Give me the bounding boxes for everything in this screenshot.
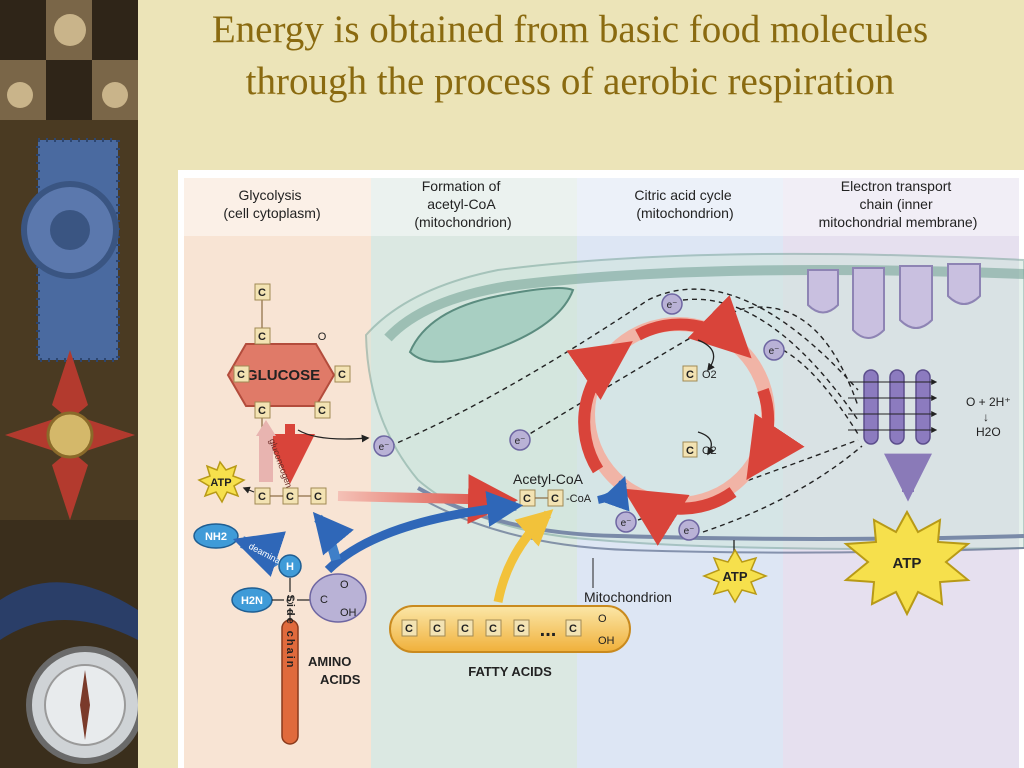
heading-citric: Citric acid cycle [634, 187, 731, 203]
heading-etc-line3: mitochondrial membrane) [819, 214, 978, 230]
acetyl-carbon-1: C [523, 493, 531, 505]
water-label: H2O [976, 425, 1001, 439]
electron-label-6: e⁻ [684, 526, 695, 537]
h2n-label: H2N [241, 595, 263, 607]
co2-carbon-1: C [686, 369, 694, 381]
fatty-acids-label: FATTY ACIDS [468, 664, 552, 679]
atp-star-citric: ATP [701, 548, 769, 604]
fatty-chain-ellipsis: ... [540, 619, 557, 641]
heading-glycolysis: Glycolysis [239, 187, 302, 203]
electron-label-3: e⁻ [667, 300, 678, 311]
glucose-label: GLUCOSE [246, 367, 320, 384]
slide-title: Energy is obtained from basic food molec… [211, 8, 929, 103]
coa-suffix: -CoA [566, 493, 592, 505]
electron-label-5: e⁻ [621, 518, 632, 529]
electron-marker: e⁻ e⁻ e⁻ e⁻ e⁻ e⁻ [373, 293, 785, 541]
atp-label-etc: ATP [893, 555, 922, 572]
heading-acetyl-line1: Formation of [422, 178, 501, 194]
heading-glycolysis-location: (cell cytoplasm) [223, 205, 320, 221]
amino-acids-line2: ACIDS [320, 672, 361, 687]
side-chain-label: Side chain [284, 594, 296, 669]
glucose-carbon-left: C [237, 369, 245, 381]
glucose-carbon-top: C [258, 287, 266, 299]
nh2-label: NH2 [205, 531, 227, 543]
pyruvate-carbon-1: C [258, 491, 266, 503]
fatty-acid-molecule: C C C C C C ... O OH [389, 605, 631, 653]
acetyl-carbon-2: C [551, 493, 559, 505]
electron-label-4: e⁻ [769, 346, 780, 357]
fatty-carbon-2: C [433, 623, 441, 635]
svg-text:Citric acid cycle (mitoc: Citric acid cycle (mitochondrion) [634, 187, 735, 221]
glucose-carbon-right: C [338, 369, 346, 381]
heading-etc-line1: Electron transport [841, 178, 952, 194]
carboxyl-hydroxyl: OH [340, 607, 357, 619]
atp-star-glycolysis: ATP [197, 460, 255, 504]
acetyl-coa-label: Acetyl-CoA [513, 471, 584, 487]
svg-text:Electron transport chain: Electron transport chain (inner mitochon… [819, 178, 978, 230]
checkered-pattern [0, 0, 138, 120]
glucose-carbon-lower-left: C [258, 405, 266, 417]
carboxyl-carbon: C [320, 594, 328, 606]
hydrogen-label: H [286, 561, 294, 573]
atp-label-glycolysis: ATP [210, 477, 231, 489]
fatty-carbon-3: C [461, 623, 469, 635]
heading-acetyl-line2: acetyl-CoA [427, 196, 496, 212]
carboxyl-oxygen: O [340, 579, 349, 591]
down-arrow: ↓ [983, 410, 989, 424]
glucose-carbon-upper: C [258, 331, 266, 343]
co2-carbon-2: C [686, 445, 694, 457]
electron-label-1: e⁻ [379, 442, 390, 453]
mitochondrion-label: Mitochondrion [584, 589, 672, 605]
fatty-hydroxyl: OH [598, 635, 615, 647]
electron-label-2: e⁻ [515, 436, 526, 447]
atp-burst-etc: ATP [843, 509, 971, 617]
aerobic-respiration-figure: Glycolysis (cell cytoplasm) Formation of… [178, 170, 1024, 768]
fatty-carbon-5: C [517, 623, 525, 635]
fatty-carbon-1: C [405, 623, 413, 635]
amino-acids-line1: AMINO [308, 654, 351, 669]
glucose-carbon-lower-right: C [318, 405, 326, 417]
heading-acetyl-location: (mitochondrion) [414, 214, 511, 230]
atp-label-citric: ATP [722, 569, 747, 584]
fatty-carbon-terminal: C [569, 623, 577, 635]
glucose-ring-oxygen: O [318, 331, 327, 343]
svg-text:AMINO ACIDS: AMINO ACIDS [308, 654, 361, 687]
decorative-photo-strip [0, 0, 138, 768]
pyruvate-carbon-3: C [314, 491, 322, 503]
inner-membrane-cristae [807, 263, 981, 339]
fatty-carbon-4: C [489, 623, 497, 635]
electron-transport-complex [848, 369, 938, 502]
medal-cross-icon [5, 350, 135, 520]
fatty-oxygen: O [598, 613, 607, 625]
svg-text:Glycolysis (cell cytopla: Glycolysis (cell cytoplasm) [223, 187, 320, 221]
citric-acid-cycle [566, 295, 805, 564]
alpha-carbon: C [286, 595, 294, 607]
heading-etc-line2: chain (inner [859, 196, 932, 212]
heading-citric-location: (mitochondrion) [636, 205, 733, 221]
pyruvate-carbon-2: C [286, 491, 294, 503]
co2-oxygen-1: O2 [702, 369, 717, 381]
oxygen-plus-protons: O + 2H⁺ [966, 395, 1011, 409]
svg-text:Formation of acetyl-CoA: Formation of acetyl-CoA (mitochondrion) [414, 178, 511, 230]
co2-oxygen-2: O2 [702, 445, 717, 457]
